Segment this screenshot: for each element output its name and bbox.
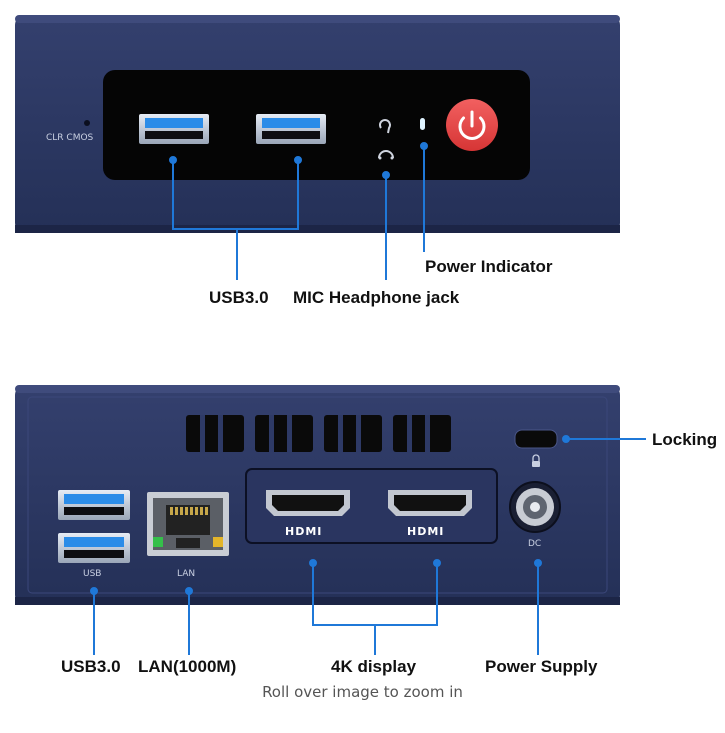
dc-port-label: DC <box>528 539 542 549</box>
air-vents <box>186 415 451 452</box>
rear-usb-callout: USB3.0 <box>61 657 121 676</box>
headphone-icon <box>378 150 394 159</box>
lan-port <box>147 492 229 556</box>
hdmi-label-1: HDMI <box>285 525 323 538</box>
zoom-hint: Roll over image to zoom in <box>262 683 463 701</box>
power-supply-callout: Power Supply <box>485 657 598 676</box>
hdmi-port-2 <box>388 490 472 516</box>
hdmi-port-1 <box>266 490 350 516</box>
front-usb-port-2 <box>256 114 326 144</box>
power-button <box>446 99 498 151</box>
rear-usb-port-2 <box>58 533 130 563</box>
lock-icon <box>532 454 540 461</box>
power-indicator-led <box>420 118 425 130</box>
power-indicator-callout: Power Indicator <box>425 257 553 276</box>
lock-slot <box>514 429 558 449</box>
rear-leader-lines <box>90 435 646 655</box>
locking-callout: Locking <box>652 430 718 449</box>
cmos-label: CLR CMOS <box>46 133 94 143</box>
dc-jack <box>509 481 561 533</box>
front-leader-lines <box>169 142 428 280</box>
lan-port-label: LAN <box>177 569 196 579</box>
lan-callout: LAN(1000M) <box>138 657 237 676</box>
rear-view <box>15 385 620 605</box>
front-usb-port-1 <box>139 114 209 144</box>
front-usb-callout: USB3.0 <box>209 288 269 307</box>
hdmi-bay <box>245 468 498 544</box>
cmos-hole <box>84 120 90 126</box>
audio-jack-callout: MIC Headphone jack <box>293 288 460 307</box>
rear-usb-port-1 <box>58 490 130 520</box>
mic-icon <box>379 119 391 134</box>
hdmi-label-2: HDMI <box>407 525 445 538</box>
usb-port-label: USB <box>83 569 102 579</box>
front-view <box>15 15 620 233</box>
display-callout: 4K display <box>331 657 417 676</box>
